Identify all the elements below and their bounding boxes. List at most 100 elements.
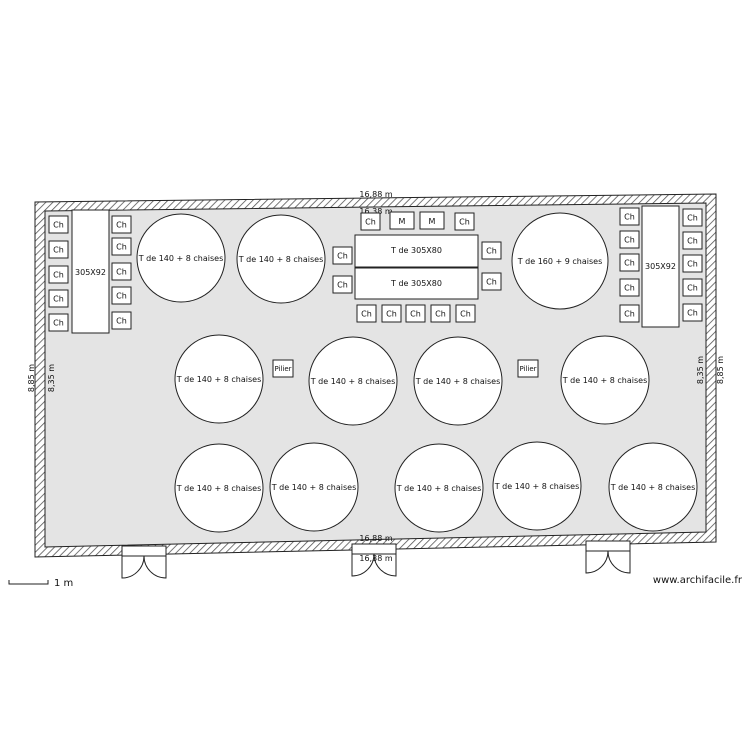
- door-center[interactable]: [351, 543, 397, 577]
- svg-text:Ch: Ch: [116, 268, 127, 277]
- svg-text:Ch: Ch: [624, 310, 635, 319]
- pillar[interactable]: Pilier: [272, 359, 294, 378]
- door-right[interactable]: [585, 540, 631, 574]
- svg-text:Ch: Ch: [116, 243, 127, 252]
- pillar[interactable]: Pilier: [517, 359, 539, 378]
- chair[interactable]: Ch: [48, 240, 69, 259]
- chair[interactable]: Ch: [381, 304, 402, 323]
- chair[interactable]: Ch: [48, 313, 69, 332]
- svg-text:T de 140 + 8 chaises: T de 140 + 8 chaises: [610, 483, 696, 492]
- chair[interactable]: Ch: [481, 241, 502, 260]
- svg-text:Ch: Ch: [486, 247, 497, 256]
- watermark: www.archifacile.fr: [653, 575, 743, 586]
- chair[interactable]: Ch: [356, 304, 377, 323]
- svg-text:Ch: Ch: [435, 310, 446, 319]
- dim-right-inner: 8,35 m: [696, 356, 705, 384]
- dim-right-outer: 8,85 m: [716, 356, 725, 384]
- dim-left-outer: 8,85 m: [27, 364, 36, 392]
- round-table[interactable]: T de 140 + 8 chaises: [236, 214, 326, 304]
- chair[interactable]: Ch: [619, 230, 640, 249]
- svg-text:Pilier: Pilier: [519, 365, 536, 373]
- chair[interactable]: Ch: [48, 289, 69, 308]
- chair[interactable]: Ch: [682, 278, 703, 297]
- svg-text:Ch: Ch: [459, 218, 470, 227]
- chair[interactable]: Ch: [455, 304, 476, 323]
- svg-text:Ch: Ch: [116, 221, 127, 230]
- svg-text:Ch: Ch: [386, 310, 397, 319]
- chair[interactable]: Ch: [48, 265, 69, 284]
- chair[interactable]: Ch: [332, 246, 353, 265]
- round-table[interactable]: T de 140 + 8 chaises: [174, 443, 264, 533]
- round-table[interactable]: T de 140 + 8 chaises: [174, 334, 264, 424]
- chair[interactable]: Ch: [682, 254, 703, 273]
- svg-text:Ch: Ch: [624, 213, 635, 222]
- round-table[interactable]: T de 140 + 8 chaises: [560, 335, 650, 425]
- svg-text:Ch: Ch: [687, 284, 698, 293]
- svg-text:T de 140 + 8 chaises: T de 140 + 8 chaises: [310, 377, 396, 386]
- svg-text:Ch: Ch: [624, 236, 635, 245]
- svg-text:Ch: Ch: [687, 214, 698, 223]
- dim-left-inner: 8,35 m: [47, 364, 56, 392]
- chair[interactable]: Ch: [682, 303, 703, 322]
- svg-text:T de 140 + 8 chaises: T de 140 + 8 chaises: [396, 484, 482, 493]
- chair[interactable]: Ch: [430, 304, 451, 323]
- chair[interactable]: Ch: [111, 262, 132, 281]
- dim-bottom-inner: 16,38 m: [359, 554, 392, 563]
- round-table[interactable]: T de 140 + 8 chaises: [308, 336, 398, 426]
- round-table[interactable]: T de 140 + 8 chaises: [136, 213, 226, 303]
- chair[interactable]: Ch: [332, 275, 353, 294]
- svg-text:Ch: Ch: [116, 317, 127, 326]
- svg-text:T de 140 + 8 chaises: T de 140 + 8 chaises: [562, 376, 648, 385]
- side-table-left[interactable]: 305X92: [71, 209, 110, 334]
- dim-bottom-outer: 16,88 m: [359, 534, 392, 543]
- round-table[interactable]: T de 140 + 8 chaises: [492, 441, 582, 531]
- svg-text:Ch: Ch: [365, 218, 376, 227]
- rect-table-lower[interactable]: T de 305X80: [354, 267, 479, 300]
- chair[interactable]: Ch: [360, 212, 381, 231]
- round-table[interactable]: T de 140 + 8 chaises: [413, 336, 503, 426]
- chair[interactable]: Ch: [111, 311, 132, 330]
- svg-text:Ch: Ch: [687, 260, 698, 269]
- rect-table-upper[interactable]: T de 305X80: [354, 234, 479, 268]
- side-table-right[interactable]: 305X92: [641, 205, 680, 328]
- svg-text:Ch: Ch: [460, 310, 471, 319]
- round-table[interactable]: T de 140 + 8 chaises: [269, 442, 359, 532]
- svg-text:T de 305X80: T de 305X80: [390, 279, 442, 288]
- chair[interactable]: Ch: [48, 215, 69, 234]
- chair[interactable]: Ch: [111, 286, 132, 305]
- svg-text:T de 140 + 8 chaises: T de 140 + 8 chaises: [271, 483, 357, 492]
- svg-text:Ch: Ch: [687, 309, 698, 318]
- svg-text:Ch: Ch: [116, 292, 127, 301]
- chair[interactable]: Ch: [682, 208, 703, 227]
- chair[interactable]: Ch: [619, 253, 640, 272]
- svg-text:Ch: Ch: [624, 284, 635, 293]
- chair[interactable]: Ch: [111, 237, 132, 256]
- round-table[interactable]: T de 140 + 8 chaises: [608, 442, 698, 532]
- svg-text:Ch: Ch: [410, 310, 421, 319]
- door-left[interactable]: [121, 545, 167, 579]
- chair[interactable]: Ch: [619, 207, 640, 226]
- svg-text:T de 140 + 8 chaises: T de 140 + 8 chaises: [494, 482, 580, 491]
- chair[interactable]: Ch: [405, 304, 426, 323]
- svg-text:T de 140 + 8 chaises: T de 140 + 8 chaises: [415, 377, 501, 386]
- chair[interactable]: Ch: [619, 278, 640, 297]
- svg-text:M: M: [399, 217, 406, 226]
- scale-bar: 1 m: [8, 578, 73, 589]
- chair[interactable]: Ch: [682, 231, 703, 250]
- svg-text:Ch: Ch: [486, 278, 497, 287]
- chair[interactable]: Ch: [481, 272, 502, 291]
- svg-text:T de 160 + 9 chaises: T de 160 + 9 chaises: [517, 257, 603, 266]
- m-block[interactable]: M: [419, 211, 445, 230]
- svg-text:T de 140 + 8 chaises: T de 140 + 8 chaises: [176, 375, 262, 384]
- chair[interactable]: Ch: [454, 212, 475, 231]
- svg-text:T de 140 + 8 chaises: T de 140 + 8 chaises: [176, 484, 262, 493]
- dim-top-inner: 16,38 m: [359, 207, 392, 216]
- round-table-160[interactable]: T de 160 + 9 chaises: [511, 212, 609, 310]
- svg-text:Ch: Ch: [361, 310, 372, 319]
- chair[interactable]: Ch: [619, 304, 640, 323]
- round-table[interactable]: T de 140 + 8 chaises: [394, 443, 484, 533]
- svg-text:Ch: Ch: [53, 221, 64, 230]
- chair[interactable]: Ch: [111, 215, 132, 234]
- m-block[interactable]: M: [389, 211, 415, 230]
